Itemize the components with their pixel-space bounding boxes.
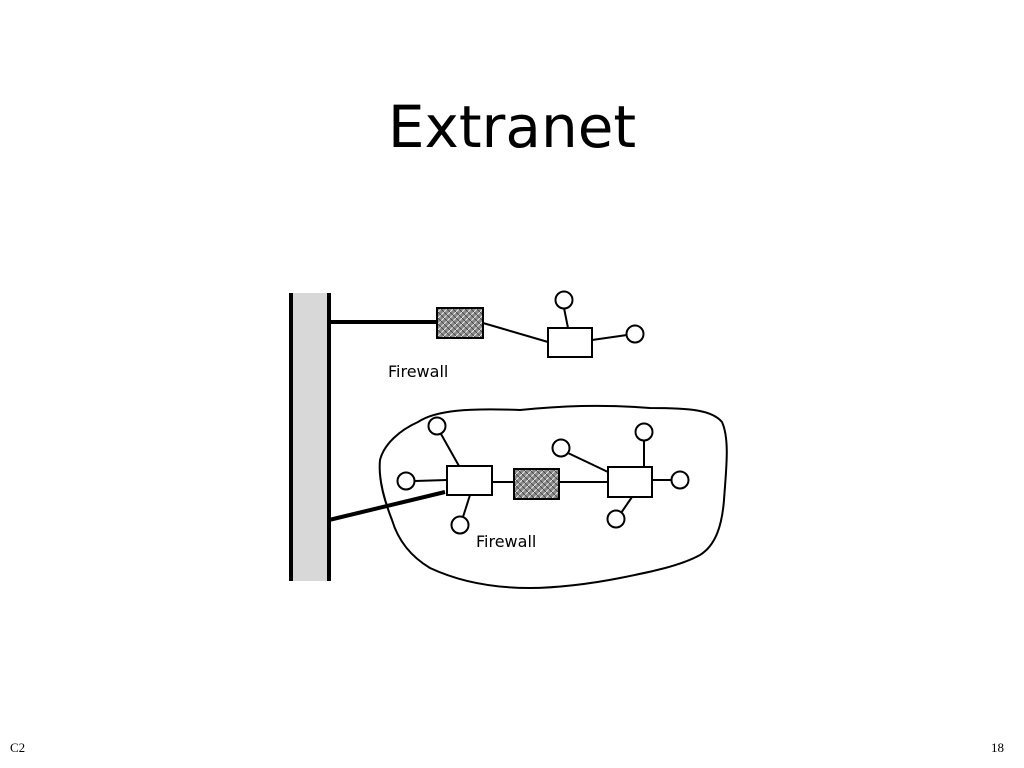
link-node-left-host-c <box>462 494 471 518</box>
firewall-top-label: Firewall <box>388 362 448 381</box>
link-firewall-to-node-top <box>482 322 549 343</box>
node-bottom-right <box>607 466 653 498</box>
host-top-b <box>625 324 645 344</box>
node-top <box>547 327 593 358</box>
slide-title: Extranet <box>387 93 637 161</box>
extranet-partner-network-outline <box>378 404 728 590</box>
host-bottom-left-c <box>450 515 470 535</box>
host-bottom-right-a <box>551 438 571 458</box>
link-node-right-host-d <box>620 496 633 514</box>
backbone-link-bottom <box>328 490 446 522</box>
host-bottom-left-b <box>396 471 416 491</box>
link-node-top-host-b <box>591 334 628 341</box>
footer-course-code: C2 <box>10 740 26 755</box>
page-number: 18 <box>991 740 1004 755</box>
firewall-bottom-label: Firewall <box>476 532 536 551</box>
network-backbone <box>289 293 331 581</box>
firewall-bottom <box>513 468 560 500</box>
node-bottom-left <box>446 465 493 496</box>
link-node-top-host-a <box>563 307 569 329</box>
link-node-right-host-a <box>567 452 609 473</box>
link-node-left-host-b <box>414 479 448 482</box>
link-node-left-host-a <box>440 433 460 467</box>
host-bottom-right-c <box>670 470 690 490</box>
host-bottom-left-a <box>427 416 447 436</box>
host-top-a <box>554 290 574 310</box>
host-bottom-right-d <box>606 509 626 529</box>
firewall-top <box>436 307 484 339</box>
host-bottom-right-b <box>634 422 654 442</box>
